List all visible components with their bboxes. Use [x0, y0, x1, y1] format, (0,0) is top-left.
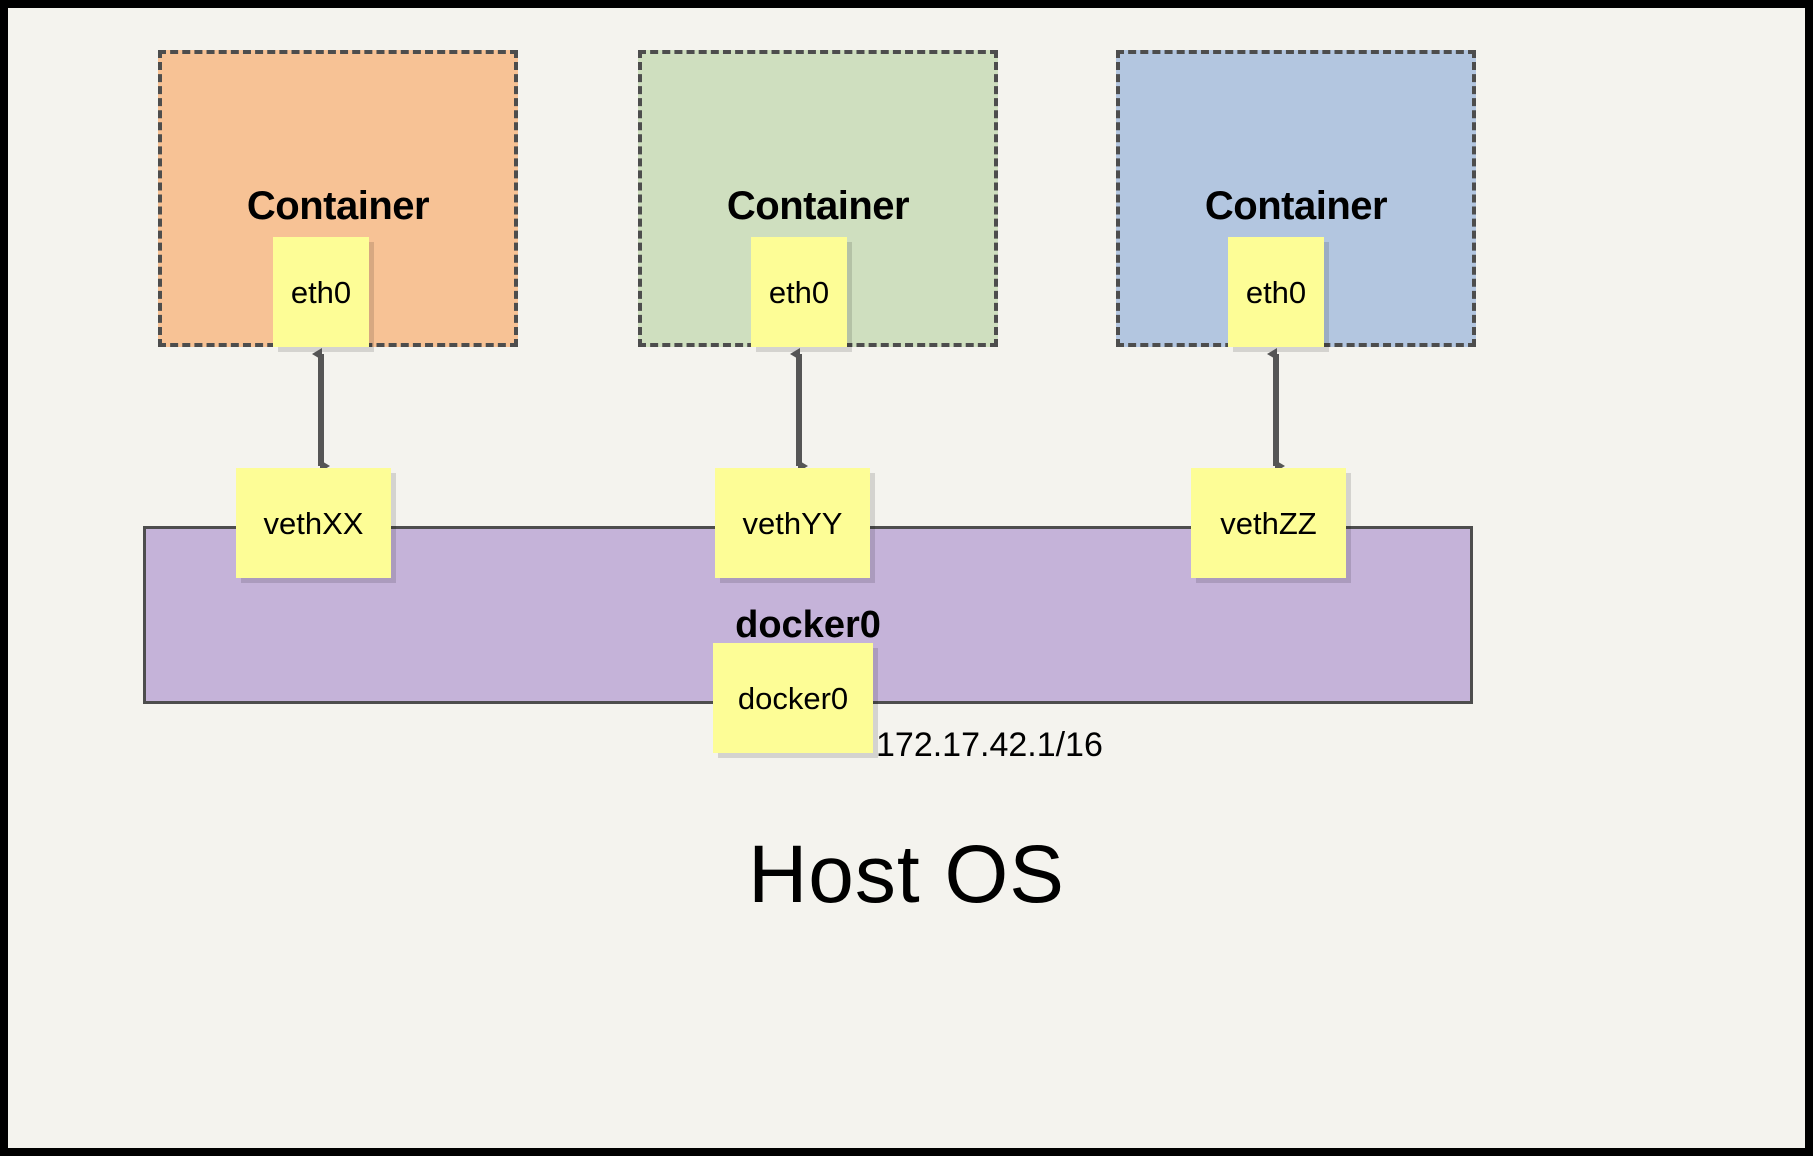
veth-box-2: vethYY — [715, 468, 870, 578]
diagram-stage: Container eth0 Container eth0 Container … — [8, 8, 1805, 1148]
veth-arrow-1 — [312, 348, 330, 472]
container-title-3: Container — [1204, 184, 1388, 228]
docker0-ip-label: 172.17.42.1/16 — [876, 726, 1103, 764]
veth-box-3: vethZZ — [1191, 468, 1346, 578]
docker0-bridge-label: docker0 — [735, 604, 881, 646]
veth-box-1: vethXX — [236, 468, 391, 578]
container-eth0-3: eth0 — [1228, 237, 1324, 347]
container-title-2: Container — [726, 184, 910, 228]
container-eth0-1: eth0 — [273, 237, 369, 347]
container-title-1: Container — [246, 184, 430, 228]
veth-arrow-2 — [790, 348, 808, 472]
host-os-label: Host OS — [748, 829, 1065, 920]
veth-arrow-3 — [1267, 348, 1285, 472]
docker0-interface-box: docker0 — [713, 643, 873, 753]
container-eth0-2: eth0 — [751, 237, 847, 347]
